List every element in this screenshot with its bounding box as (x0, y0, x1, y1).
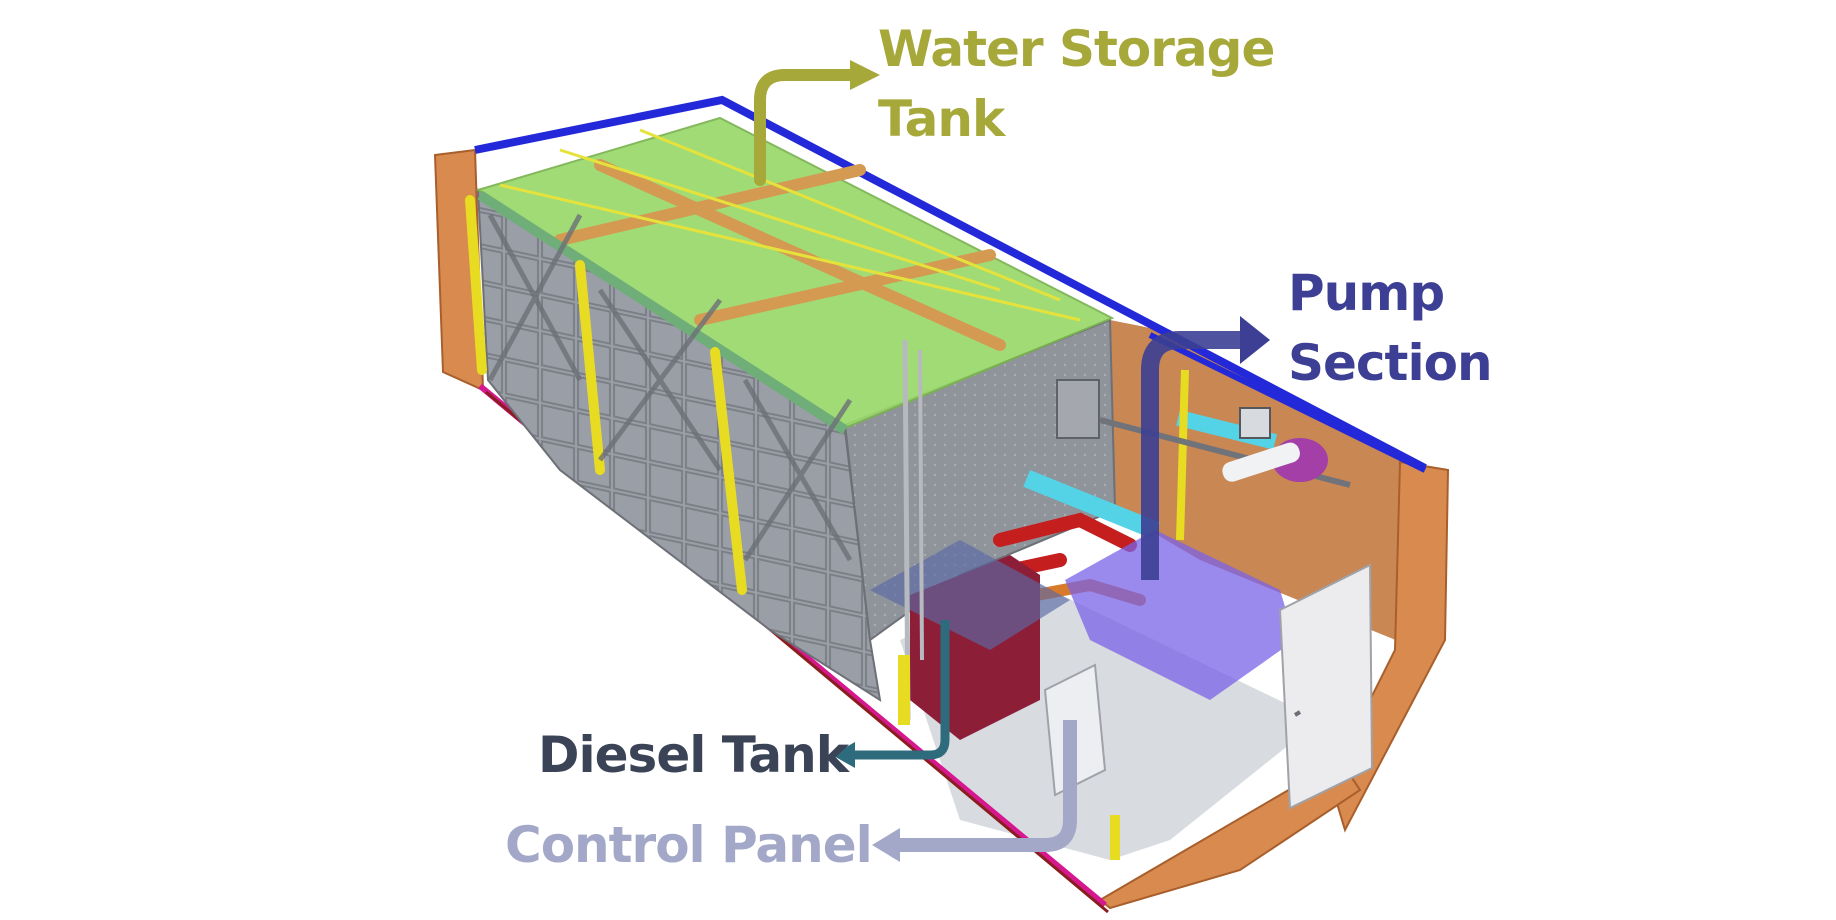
water-storage-arrowhead (850, 60, 880, 90)
water-storage-tank (465, 116, 1117, 703)
pump-room-door (1278, 563, 1374, 810)
pump-section-equipment (870, 339, 1374, 860)
water-storage-label-line2: Tank (878, 90, 1007, 148)
diesel-tank-label: Diesel Tank (538, 726, 851, 784)
pump-skid (1065, 530, 1295, 700)
control-panel-arrowhead (872, 828, 900, 862)
diesel-tank-arrow (855, 620, 950, 760)
pump-section-label-line2: Section (1288, 334, 1492, 392)
roof-rail-right (1148, 332, 1427, 473)
control-panel-label: Control Panel (505, 816, 872, 874)
water-storage-arrow (754, 69, 856, 186)
pump-section-label-line1: Pump (1288, 264, 1444, 322)
cyan-pipe-upper (1176, 409, 1278, 450)
diesel-tank-arrowhead (832, 742, 855, 768)
tank-edge-beam (477, 190, 848, 435)
white-pipe (1222, 442, 1300, 482)
tank-hatch (1056, 379, 1100, 439)
door-handle (1293, 710, 1302, 717)
yellow-bollard-right (1110, 815, 1120, 860)
water-storage-label-line1: Water Storage (878, 20, 1274, 78)
tank-top-rods (499, 128, 1081, 322)
vertical-pipe-2 (918, 349, 924, 661)
tank-braces (487, 213, 853, 562)
pump-frame-post (1176, 369, 1189, 541)
control-panel-arrow (900, 720, 1077, 852)
tank-posts (465, 195, 747, 595)
pump-section-arrow (1141, 331, 1240, 580)
yellow-bollard (898, 655, 910, 725)
cyan-pipe-lower (1023, 470, 1160, 540)
pump-section-arrowhead (1240, 316, 1270, 364)
wall-box (1239, 407, 1271, 439)
